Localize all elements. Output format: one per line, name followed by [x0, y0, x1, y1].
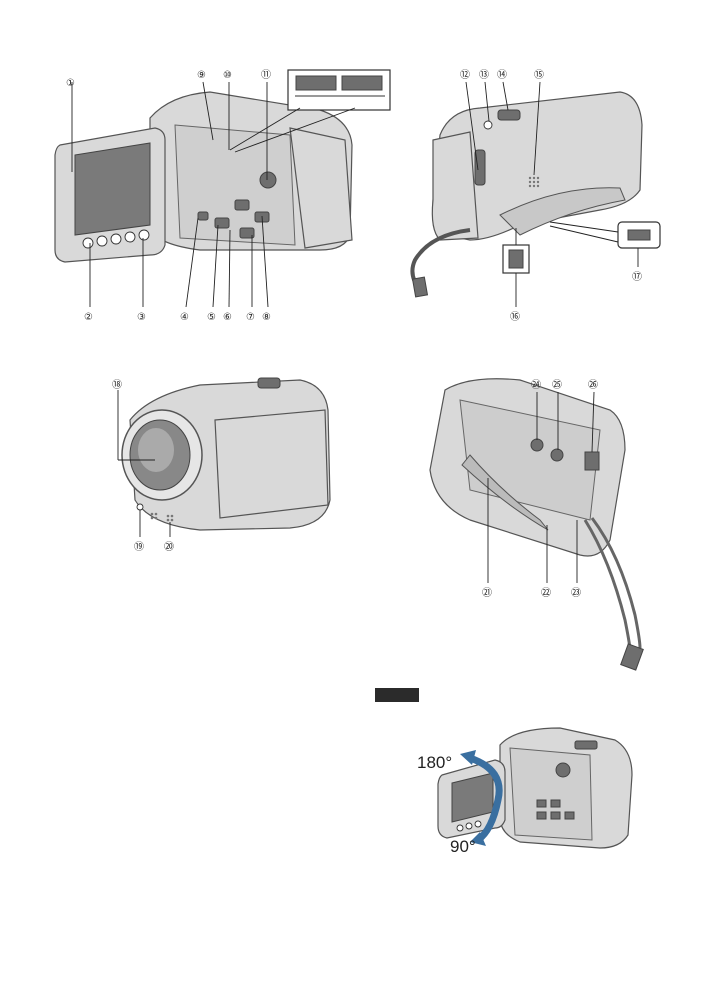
- callout-8: ⑧: [262, 312, 271, 323]
- callout-17: ⑰: [632, 271, 642, 283]
- callout-7: ⑦: [246, 312, 255, 323]
- camcorder-front-figure: [118, 378, 330, 537]
- callout-14: ⑭: [497, 69, 507, 81]
- callout-18: ⑱: [112, 379, 122, 391]
- callout-6: ⑥: [223, 312, 232, 323]
- callout-12: ⑫: [460, 69, 470, 81]
- callout-22: ㉒: [541, 587, 551, 599]
- callout-25: ㉕: [552, 379, 562, 391]
- callout-1: ①: [66, 78, 75, 89]
- callout-9: ⑨: [197, 70, 206, 81]
- camcorder-rear-figure: [412, 82, 660, 307]
- lcd-rotation-figure: [438, 728, 632, 848]
- callout-19: ⑲: [134, 541, 144, 553]
- callout-3: ③: [137, 312, 146, 323]
- callout-5: ⑤: [207, 312, 216, 323]
- note-badge: [375, 688, 419, 702]
- callout-11: ⑪: [261, 69, 271, 81]
- callout-23: ㉓: [571, 587, 581, 599]
- camcorder-bottom-figure: [430, 379, 643, 670]
- angle-label-180: 180°: [417, 753, 452, 772]
- callout-2: ②: [84, 312, 93, 323]
- callout-21: ㉑: [482, 587, 492, 599]
- callout-10: ⑩: [223, 70, 232, 81]
- camcorder-lcd-side-figure: [55, 70, 390, 307]
- callout-24: ㉔: [531, 379, 541, 391]
- callout-13: ⑬: [479, 69, 489, 81]
- callout-16: ⑯: [510, 311, 520, 323]
- callout-4: ④: [180, 312, 189, 323]
- callout-20: ⑳: [164, 541, 174, 553]
- callout-26: ㉖: [588, 379, 598, 391]
- angle-label-90: 90°: [450, 837, 476, 856]
- callout-15: ⑮: [534, 69, 544, 81]
